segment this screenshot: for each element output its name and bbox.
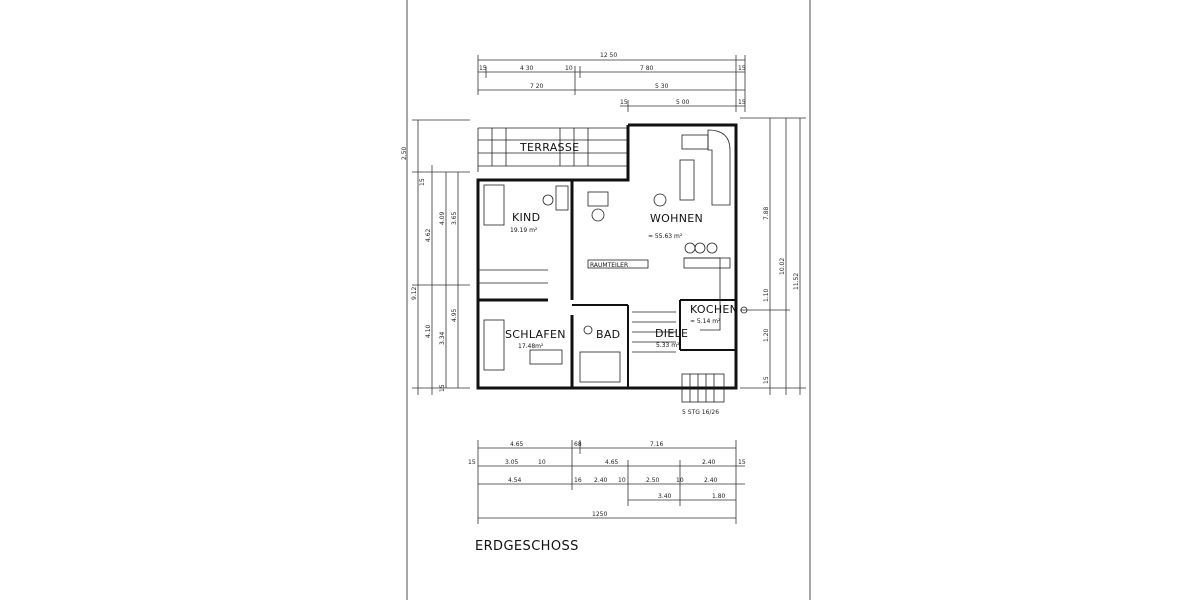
dim-bottom-total: 1250 bbox=[592, 511, 607, 518]
stairs bbox=[632, 311, 725, 403]
dim-left-i: 3.34 bbox=[439, 331, 446, 345]
dim-bottom-3a: 4.54 bbox=[508, 477, 522, 484]
room-bad-label: BAD bbox=[596, 328, 620, 341]
dim-bottom-3c: 2.40 bbox=[594, 477, 608, 484]
floor-title: ERDGESCHOSS bbox=[475, 539, 579, 554]
room-diele-label: DIELE bbox=[655, 327, 688, 340]
room-wohnen-area: ≈ 55.63 m² bbox=[648, 233, 683, 240]
dim-bottom-3b: 16 bbox=[574, 477, 582, 484]
dim-left-c: 4.62 bbox=[425, 228, 432, 242]
dim-bottom-4b: 1.80 bbox=[712, 493, 726, 500]
dim-bottom-1b: 68 bbox=[574, 441, 582, 448]
dim-top-3: 10 bbox=[565, 65, 573, 72]
stairs-note: 5 STG 16/26 bbox=[682, 409, 719, 416]
dim-bottom-2e: 2.40 bbox=[702, 459, 716, 466]
living-furniture bbox=[587, 129, 731, 269]
dim-bottom-1a: 4.65 bbox=[510, 441, 524, 448]
dim-bottom-2b: 3.05 bbox=[505, 459, 519, 466]
room-wohnen-label: WOHNEN bbox=[650, 212, 703, 225]
dim-top-5: 15 bbox=[738, 65, 746, 72]
dim-right-f: 15 bbox=[763, 376, 770, 384]
room-schlafen-area: 17.48m² bbox=[518, 343, 544, 350]
dim-left-g: 4.95 bbox=[451, 308, 458, 322]
room-diele-area: 5.33 m² bbox=[656, 342, 680, 349]
dim-right-b: 10.02 bbox=[779, 258, 786, 275]
room-schlafen-label: SCHLAFEN bbox=[505, 328, 566, 341]
terrace-label: TERRASSE bbox=[519, 141, 579, 154]
raumteiler-label: RAUMTEILER bbox=[590, 262, 628, 269]
dim-bottom-1c: 7.16 bbox=[650, 441, 664, 448]
dim-right-c: 11.52 bbox=[793, 273, 800, 290]
dim-right-e: 1.20 bbox=[763, 328, 770, 342]
dim-left-e: 3.65 bbox=[451, 211, 458, 225]
dim-bottom-3e: 2.50 bbox=[646, 477, 660, 484]
dim-bottom-4a: 3.40 bbox=[658, 493, 672, 500]
dim-left-b: 15 bbox=[419, 178, 426, 186]
dim-bottom-3f: 10 bbox=[676, 477, 684, 484]
dim-top-9: 5 00 bbox=[676, 99, 690, 106]
dim-left-d: 4.09 bbox=[439, 211, 446, 225]
dim-top-7: 5 30 bbox=[655, 83, 669, 90]
right-dimensions: 7.88 10.02 11.52 1.10 1.20 15 bbox=[740, 117, 806, 395]
dim-bottom-2d: 4.65 bbox=[605, 459, 619, 466]
room-kind-label: KIND bbox=[512, 211, 540, 224]
dim-bottom-2f: 15 bbox=[738, 459, 746, 466]
dim-left-f: 9.12 bbox=[411, 286, 418, 300]
dim-top-2: 4 30 bbox=[520, 65, 534, 72]
dim-top-8: 15 bbox=[620, 99, 628, 106]
bottom-dimensions: 4.65 68 7.16 15 3.05 10 4.65 2.40 15 4.5… bbox=[468, 440, 746, 524]
dim-top-1: 15 bbox=[479, 65, 487, 72]
dim-bottom-2c: 10 bbox=[538, 459, 546, 466]
dim-bottom-3g: 2.40 bbox=[704, 477, 718, 484]
room-kochen-label: KOCHEN bbox=[690, 303, 738, 316]
dim-left-h: 4.10 bbox=[425, 324, 432, 338]
bath-fixtures bbox=[579, 325, 621, 383]
terrace: TERRASSE bbox=[477, 127, 628, 172]
dim-bottom-2a: 15 bbox=[468, 459, 476, 466]
dim-top-6: 7 20 bbox=[530, 83, 544, 90]
dim-right-d: 1.10 bbox=[763, 288, 770, 302]
left-dimensions: 2.50 15 4.62 4.09 3.65 9.12 4.95 4.10 3.… bbox=[401, 119, 470, 395]
room-kochen-area: ≈ 5.14 m² bbox=[690, 318, 721, 325]
dim-bottom-3d: 10 bbox=[618, 477, 626, 484]
walls bbox=[476, 123, 738, 390]
kitchen-fixtures bbox=[684, 257, 748, 331]
dim-top-4: 7 80 bbox=[640, 65, 654, 72]
dim-right-a: 7.88 bbox=[763, 206, 770, 220]
room-kind-area: 19.19 m² bbox=[510, 227, 538, 234]
bedroom-furniture bbox=[483, 184, 569, 371]
dim-left-a: 2.50 bbox=[401, 146, 408, 160]
dim-top-total: 12 50 bbox=[600, 52, 617, 59]
top-dimensions: 12 50 15 4 30 10 7 80 15 7 20 5 30 15 5 … bbox=[477, 52, 746, 112]
dim-left-j: 15 bbox=[439, 384, 446, 392]
dim-top-10: 15 bbox=[738, 99, 746, 106]
